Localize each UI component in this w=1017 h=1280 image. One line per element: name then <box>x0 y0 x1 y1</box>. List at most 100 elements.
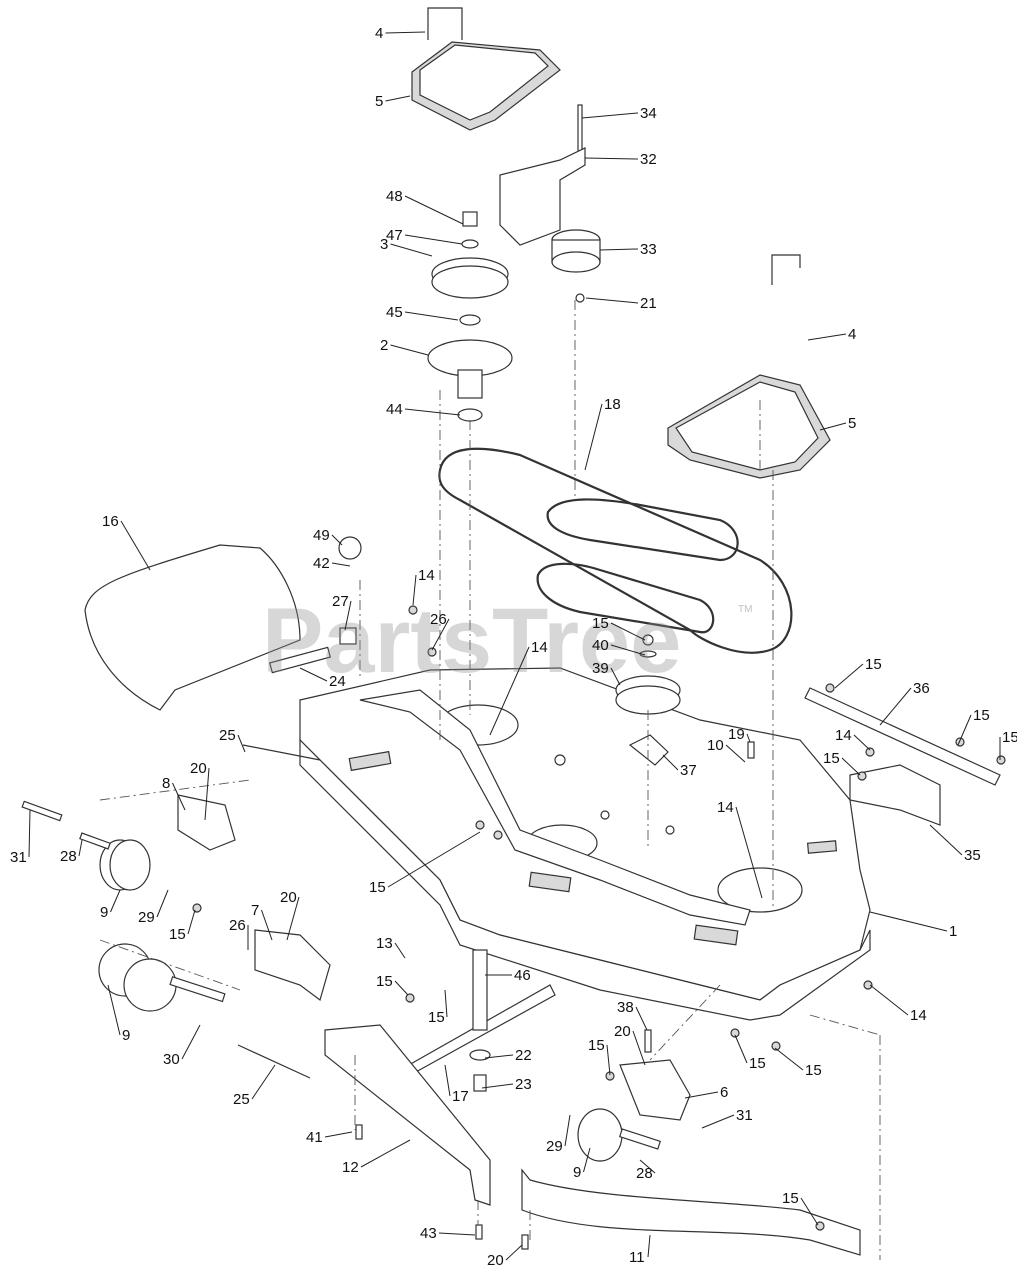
spindle-stack <box>427 211 513 422</box>
callout-number[interactable]: 6 <box>720 1084 728 1101</box>
callout-number[interactable]: 33 <box>640 241 657 258</box>
callout-number[interactable]: 15 <box>749 1055 766 1072</box>
callout-number[interactable]: 16 <box>102 513 119 530</box>
callout-number[interactable]: 34 <box>640 105 657 122</box>
callout-number[interactable]: 15 <box>592 615 609 632</box>
callout-number[interactable]: 15 <box>169 926 186 943</box>
callout-number[interactable]: 47 <box>386 227 403 244</box>
callout-c15d: 15 <box>999 729 1017 760</box>
callout-number[interactable]: 20 <box>280 889 297 906</box>
callout-number[interactable]: 39 <box>592 660 609 677</box>
callout-number[interactable]: 4 <box>848 326 856 343</box>
callout-c15l: 15 <box>774 1047 822 1079</box>
callout-number[interactable]: 31 <box>736 1107 753 1124</box>
callout-number[interactable]: 45 <box>386 304 403 321</box>
callout-c19: 19 <box>728 726 751 743</box>
callout-number[interactable]: 37 <box>680 762 697 779</box>
callout-number[interactable]: 15 <box>588 1037 605 1054</box>
callout-number[interactable]: 35 <box>964 847 981 864</box>
callout-number[interactable]: 8 <box>162 775 170 792</box>
callout-number[interactable]: 17 <box>452 1088 469 1105</box>
callout-number[interactable]: 15 <box>823 750 840 767</box>
callout-number[interactable]: 29 <box>138 909 155 926</box>
callout-number[interactable]: 19 <box>728 726 745 743</box>
callout-number[interactable]: 26 <box>229 917 246 934</box>
callout-number[interactable]: 49 <box>313 527 330 544</box>
callout-number[interactable]: 26 <box>430 611 447 628</box>
callout-number[interactable]: 3 <box>380 236 388 253</box>
callout-number[interactable]: 44 <box>386 401 403 418</box>
callout-number[interactable]: 25 <box>219 727 236 744</box>
callout-leader <box>929 824 963 856</box>
callout-number[interactable]: 32 <box>640 151 657 168</box>
callout-c41: 41 <box>306 1129 353 1146</box>
callout-number[interactable]: 18 <box>604 396 621 413</box>
callout-number[interactable]: 15 <box>865 656 882 673</box>
front-skid <box>324 1024 491 1206</box>
callout-number[interactable]: 14 <box>531 639 548 656</box>
callout-number[interactable]: 28 <box>636 1165 653 1182</box>
callout-leader <box>120 520 151 571</box>
callout-c45: 45 <box>386 304 459 321</box>
callout-number[interactable]: 14 <box>717 799 734 816</box>
callout-number[interactable]: 30 <box>163 1051 180 1068</box>
callout-leader <box>606 1044 611 1076</box>
callout-number[interactable]: 9 <box>100 904 108 921</box>
callout-number[interactable]: 38 <box>617 999 634 1016</box>
callout-number[interactable]: 5 <box>375 93 383 110</box>
callout-number[interactable]: 41 <box>306 1129 323 1146</box>
callout-number[interactable]: 14 <box>910 1007 927 1024</box>
callout-leader <box>639 1159 656 1174</box>
callout-number[interactable]: 9 <box>122 1027 130 1044</box>
callout-number[interactable]: 42 <box>313 555 330 572</box>
callout-number[interactable]: 43 <box>420 1225 437 1242</box>
callout-number[interactable]: 13 <box>376 935 393 952</box>
callout-number[interactable]: 5 <box>848 415 856 432</box>
callout-number[interactable]: 15 <box>782 1190 799 1207</box>
callout-number[interactable]: 23 <box>515 1076 532 1093</box>
callout-number[interactable]: 15 <box>369 879 386 896</box>
callout-number[interactable]: 15 <box>1002 729 1017 746</box>
callout-number[interactable]: 12 <box>342 1159 359 1176</box>
callout-c5b: 5 <box>819 415 856 432</box>
callout-leader <box>834 663 864 689</box>
callout-number[interactable]: 7 <box>251 902 259 919</box>
callout-number[interactable]: 20 <box>487 1252 504 1269</box>
callout-number[interactable]: 10 <box>707 737 724 754</box>
callout-number[interactable]: 15 <box>428 1009 445 1026</box>
callout-number[interactable]: 20 <box>614 1023 631 1040</box>
callout-number[interactable]: 2 <box>380 337 388 354</box>
callout-leader <box>390 243 433 257</box>
callout-number[interactable]: 40 <box>592 637 609 654</box>
callout-leader <box>237 734 246 753</box>
callout-number[interactable]: 15 <box>973 707 990 724</box>
callout-leader <box>684 1091 719 1099</box>
callout-number[interactable]: 14 <box>835 727 852 744</box>
callout-number[interactable]: 15 <box>805 1062 822 1079</box>
callout-number[interactable]: 46 <box>514 967 531 984</box>
callout-number[interactable]: 15 <box>376 973 393 990</box>
callout-c34: 34 <box>581 105 657 122</box>
callout-number[interactable]: 9 <box>573 1164 581 1181</box>
callout-number[interactable]: 31 <box>10 849 27 866</box>
callout-leader <box>725 744 746 763</box>
callout-number[interactable]: 25 <box>233 1091 250 1108</box>
callout-c14c: 14 <box>835 727 871 751</box>
callout-c20a: 20 <box>190 760 210 821</box>
callout-number[interactable]: 21 <box>640 295 657 312</box>
callout-number[interactable]: 27 <box>332 593 349 610</box>
callout-number[interactable]: 28 <box>60 848 77 865</box>
callout-number[interactable]: 4 <box>375 25 383 42</box>
callout-number[interactable]: 22 <box>515 1047 532 1064</box>
callout-c16: 16 <box>102 513 151 571</box>
callout-number[interactable]: 1 <box>949 923 957 940</box>
callout-number[interactable]: 14 <box>418 567 435 584</box>
callout-number[interactable]: 11 <box>629 1249 645 1266</box>
callout-leader <box>584 157 639 160</box>
callout-number[interactable]: 29 <box>546 1138 563 1155</box>
callout-number[interactable]: 36 <box>913 680 930 697</box>
callout-number[interactable]: 24 <box>329 673 346 690</box>
callout-number[interactable]: 48 <box>386 188 403 205</box>
callout-number[interactable]: 20 <box>190 760 207 777</box>
